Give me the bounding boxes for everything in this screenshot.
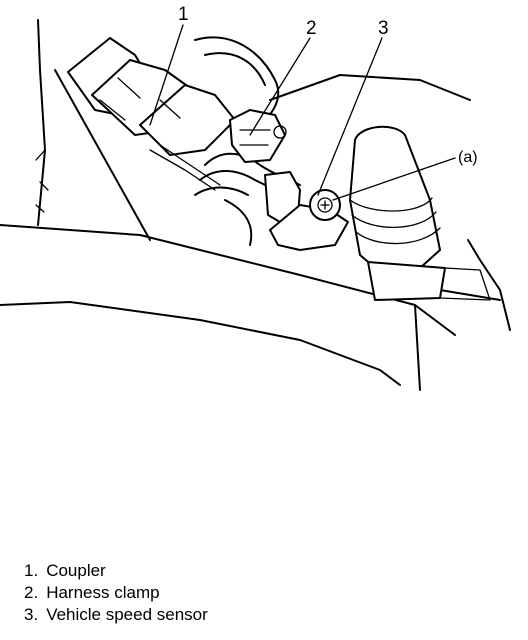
- harness-clamp: [229, 109, 287, 163]
- axle-boot: [349, 125, 491, 301]
- legend-item-number: 1.: [24, 561, 39, 580]
- callout-1-label: 1: [178, 4, 189, 25]
- legend-item-text: Coupler: [46, 561, 106, 580]
- legend-item: 1. Coupler: [24, 560, 208, 582]
- callout-2-label: 2: [306, 18, 317, 39]
- callout-a-label: (a): [458, 149, 478, 166]
- vehicle-speed-sensor: [264, 171, 349, 251]
- legend-item-number: 3.: [24, 605, 39, 624]
- legend-item-text: Vehicle speed sensor: [46, 605, 208, 624]
- parts-legend: 1. Coupler 2. Harness clamp 3. Vehicle s…: [24, 560, 208, 626]
- legend-item-text: Harness clamp: [46, 583, 160, 602]
- coupler: [67, 37, 236, 191]
- legend-item: 2. Harness clamp: [24, 582, 208, 604]
- engine-body-outline: [0, 19, 511, 391]
- callout-3-label: 3: [378, 18, 389, 39]
- legend-item-number: 2.: [24, 583, 39, 602]
- legend-item: 3. Vehicle speed sensor: [24, 604, 208, 626]
- leader-lines: [149, 24, 456, 201]
